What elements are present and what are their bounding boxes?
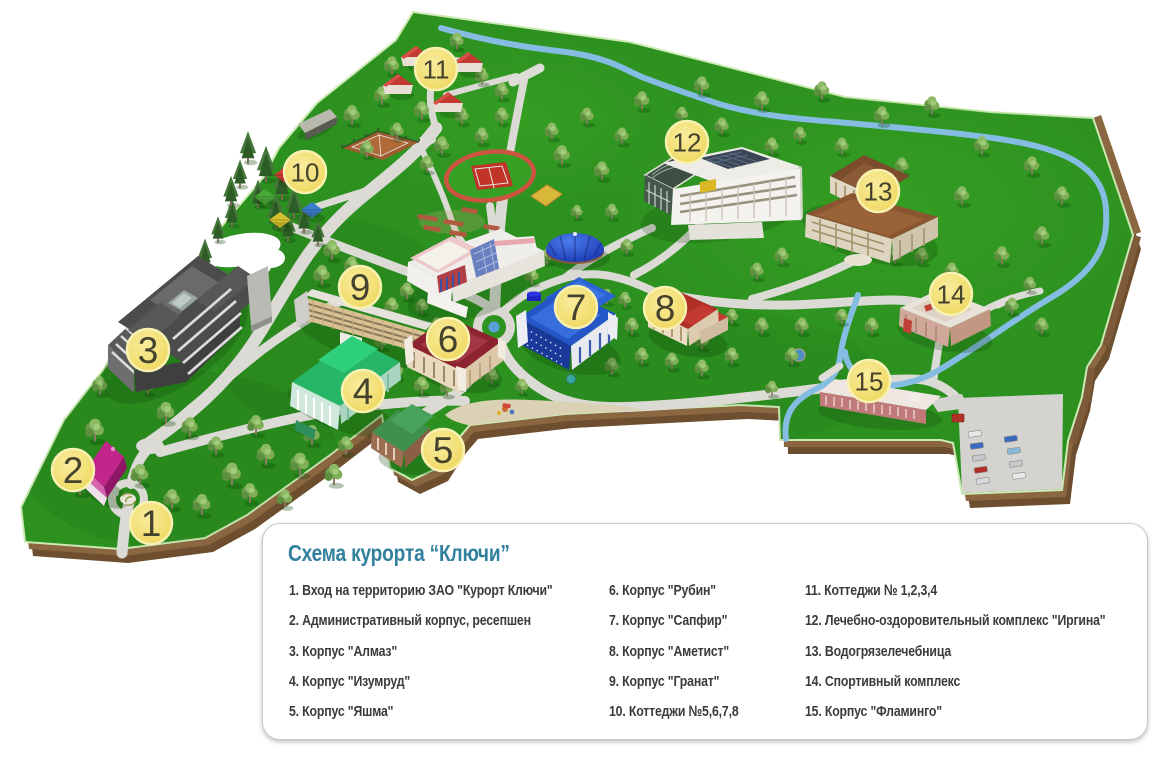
svg-text:8: 8	[655, 288, 676, 329]
svg-text:10: 10	[291, 158, 320, 188]
svg-text:11: 11	[423, 55, 450, 85]
svg-text:4: 4	[353, 371, 374, 412]
svg-text:7: 7	[566, 287, 587, 328]
svg-text:14: 14	[937, 280, 966, 310]
svg-text:6: 6	[438, 319, 459, 360]
svg-text:5: 5	[433, 430, 454, 471]
svg-text:1: 1	[141, 503, 162, 544]
svg-text:12: 12	[673, 128, 702, 158]
svg-text:9: 9	[350, 267, 371, 308]
svg-text:13: 13	[864, 177, 893, 207]
svg-text:3: 3	[138, 330, 159, 371]
svg-text:2: 2	[63, 450, 84, 491]
svg-text:15: 15	[855, 367, 884, 397]
